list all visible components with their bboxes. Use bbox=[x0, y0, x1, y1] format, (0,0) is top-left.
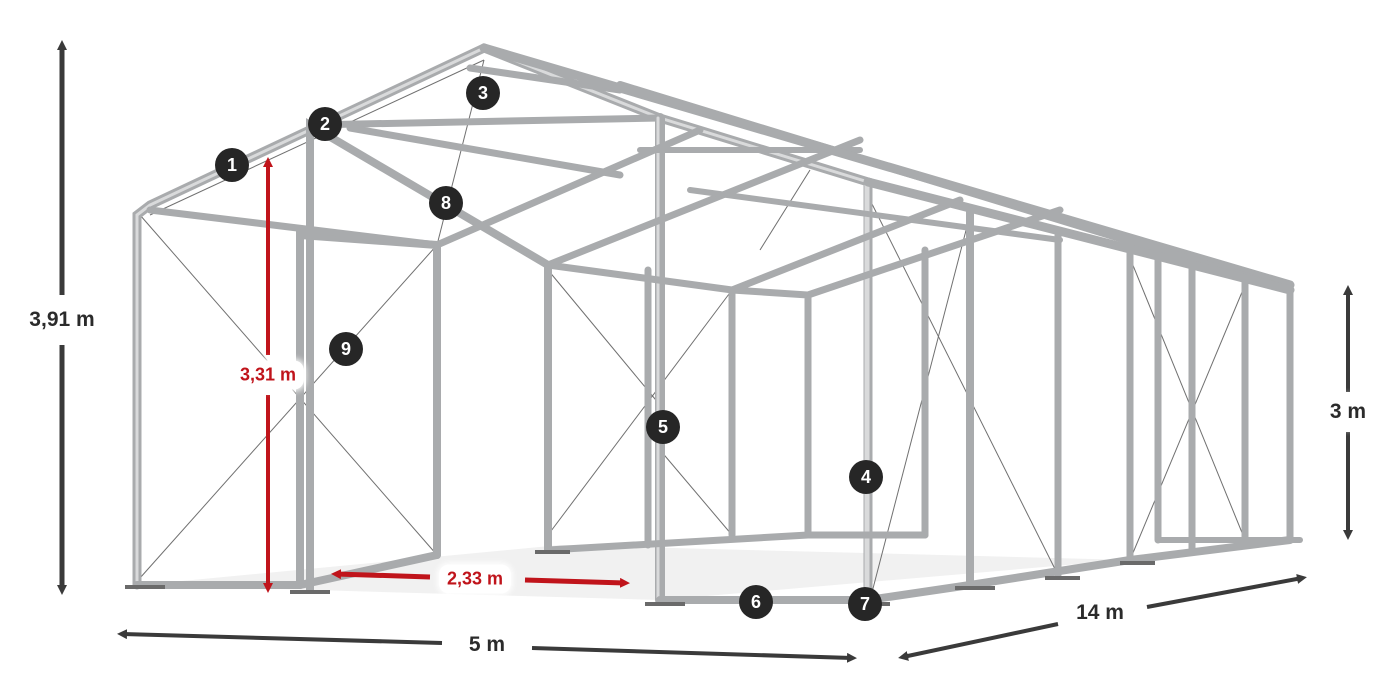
part-marker-8: 8 bbox=[429, 186, 463, 220]
part-marker-3: 3 bbox=[466, 76, 500, 110]
part-marker-1: 1 bbox=[215, 148, 249, 182]
part-marker-5: 5 bbox=[646, 410, 680, 444]
part-marker-9: 9 bbox=[329, 332, 363, 366]
part-marker-2: 2 bbox=[308, 107, 342, 141]
frame-pipes bbox=[125, 43, 1303, 606]
part-marker-4: 4 bbox=[849, 460, 883, 494]
bracing-cables bbox=[139, 59, 1246, 601]
dimension-total-height: 3,91 m bbox=[21, 304, 103, 336]
dimension-door-width: 2,33 m bbox=[438, 564, 512, 594]
dimension-inner-height: 3,31 m bbox=[231, 360, 305, 390]
dimension-arrows bbox=[57, 40, 1353, 663]
dimension-width: 5 m bbox=[460, 629, 514, 661]
part-marker-6: 6 bbox=[739, 585, 773, 619]
part-marker-7: 7 bbox=[848, 587, 882, 621]
dimension-length: 14 m bbox=[1068, 597, 1132, 629]
dimension-side-height: 3 m bbox=[1321, 396, 1375, 428]
